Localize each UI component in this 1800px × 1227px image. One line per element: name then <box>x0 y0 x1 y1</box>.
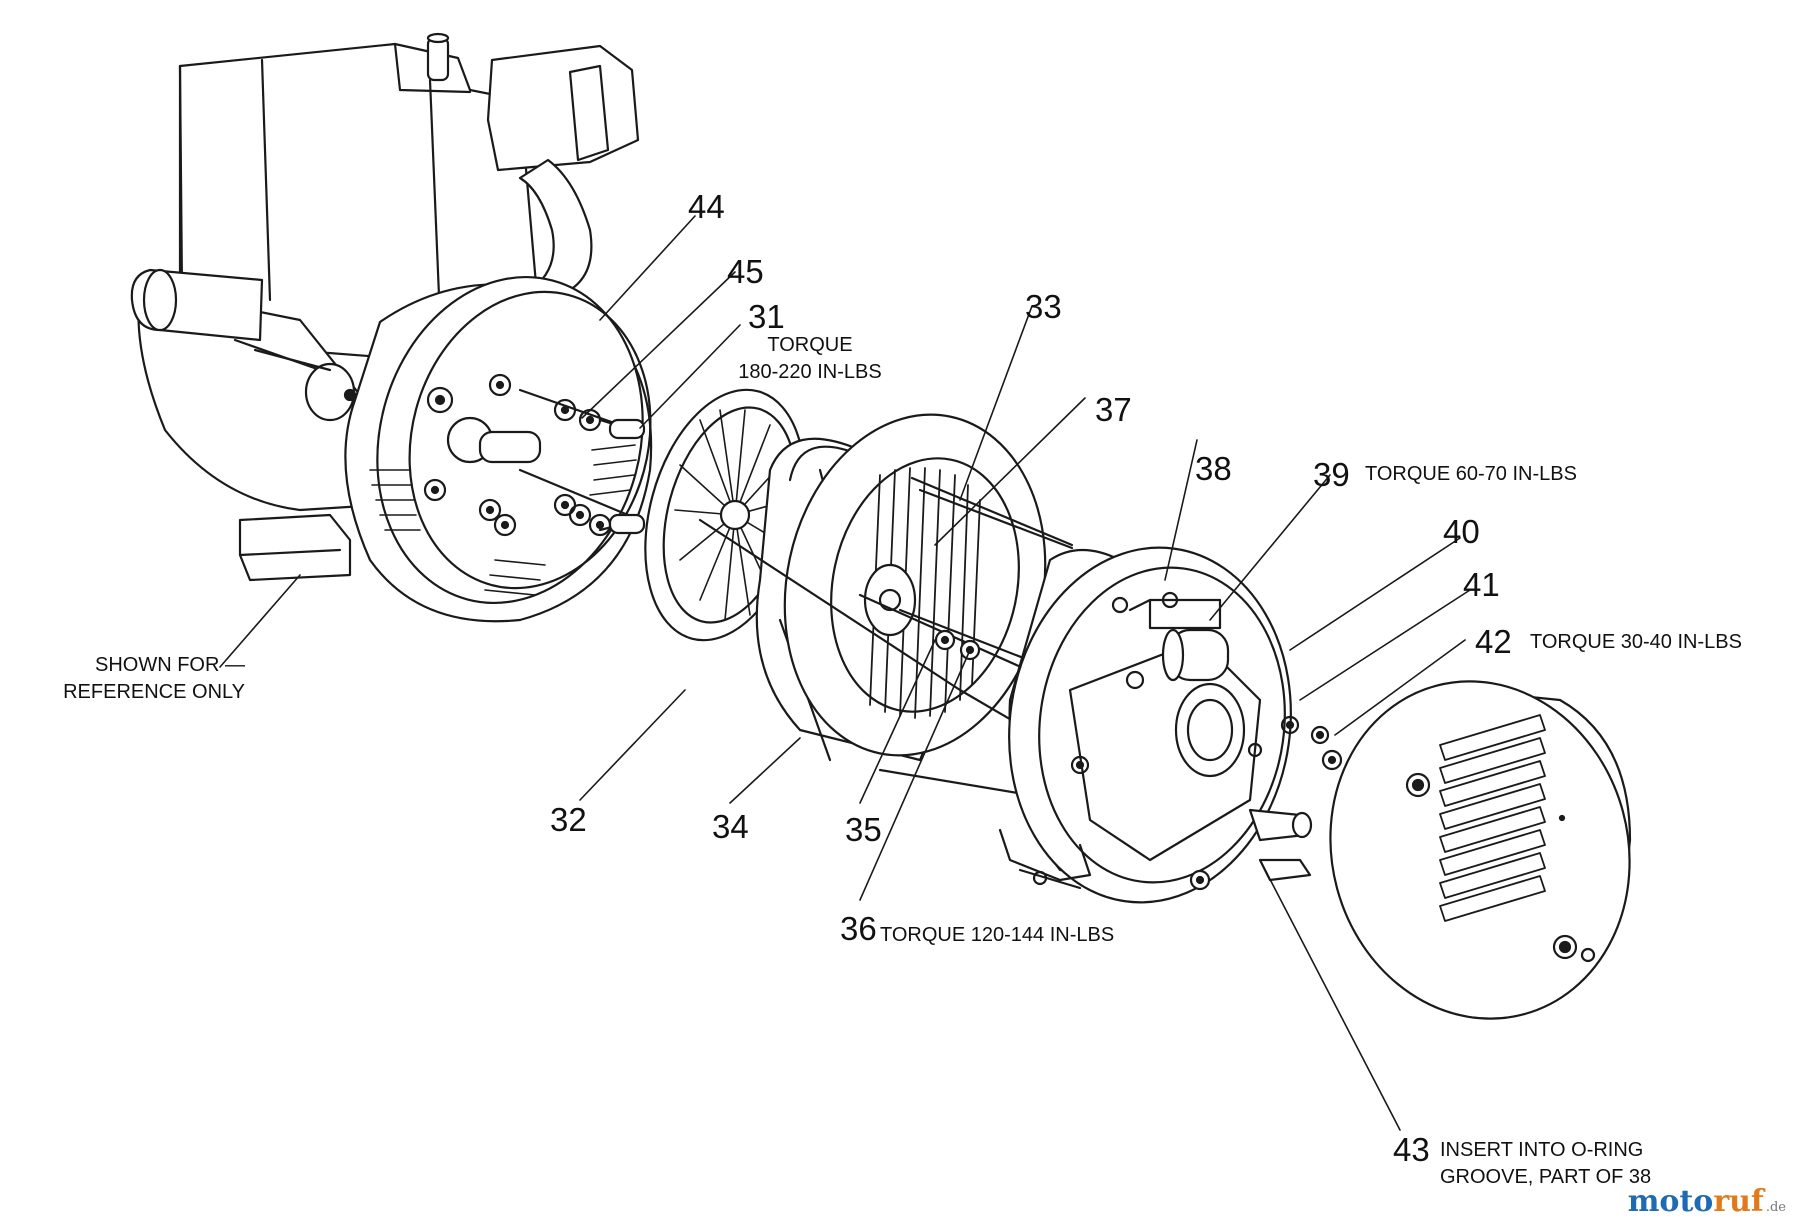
rear-adapter-drawing <box>344 276 653 623</box>
callout-32: 32 <box>550 801 587 838</box>
callout-45: 45 <box>727 253 764 290</box>
reference-note-line-2: REFERENCE ONLY <box>63 681 245 703</box>
watermark-part-2: ruf <box>1713 1184 1764 1219</box>
end-cover-drawing <box>1329 680 1632 1020</box>
engine-reference-drawing <box>130 32 640 582</box>
callout-37: 37 <box>1095 391 1132 428</box>
callout-31-note-line-1: TORQUE <box>767 334 853 356</box>
stator-housing-drawing <box>998 546 1343 904</box>
callout-36: 36 <box>840 910 877 947</box>
callout-34: 34 <box>712 808 749 845</box>
watermark-logo: motoruf.de <box>1628 1184 1786 1219</box>
callout-43-note-line-2: GROOVE, PART OF 38 <box>1440 1166 1652 1188</box>
callout-38: 38 <box>1195 450 1232 487</box>
callout-43-note-line-1: INSERT INTO O-RING <box>1440 1139 1644 1161</box>
callout-42: 42 <box>1475 623 1512 660</box>
watermark-part-1: moto <box>1627 1184 1714 1219</box>
rotor-drawing <box>698 413 1092 807</box>
callout-35: 35 <box>845 811 882 848</box>
reference-note-line-1: SHOWN FOR — <box>95 654 245 676</box>
callout-36-note: TORQUE 120-144 IN-LBS <box>880 924 1115 946</box>
callout-31-note: TORQUE 180-220 IN-LBS <box>705 332 915 386</box>
callout-39: 39 <box>1313 456 1350 493</box>
callout-39-note: TORQUE 60-70 IN-LBS <box>1365 463 1577 485</box>
callout-31: 31 <box>748 298 785 335</box>
callout-44: 44 <box>688 188 725 225</box>
callout-40: 40 <box>1443 513 1480 550</box>
callout-43: 43 <box>1393 1131 1430 1168</box>
callout-43-note: INSERT INTO O-RING GROOVE, PART OF 38 <box>1440 1137 1651 1191</box>
callout-33: 33 <box>1025 288 1062 325</box>
watermark-tld: .de <box>1765 1200 1786 1215</box>
leader-lines <box>219 215 1471 1131</box>
callout-42-note: TORQUE 30-40 IN-LBS <box>1530 631 1742 653</box>
callout-31-note-line-2: 180-220 IN-LBS <box>738 361 882 383</box>
reference-note: SHOWN FOR — REFERENCE ONLY <box>40 652 245 706</box>
callout-41: 41 <box>1463 566 1500 603</box>
